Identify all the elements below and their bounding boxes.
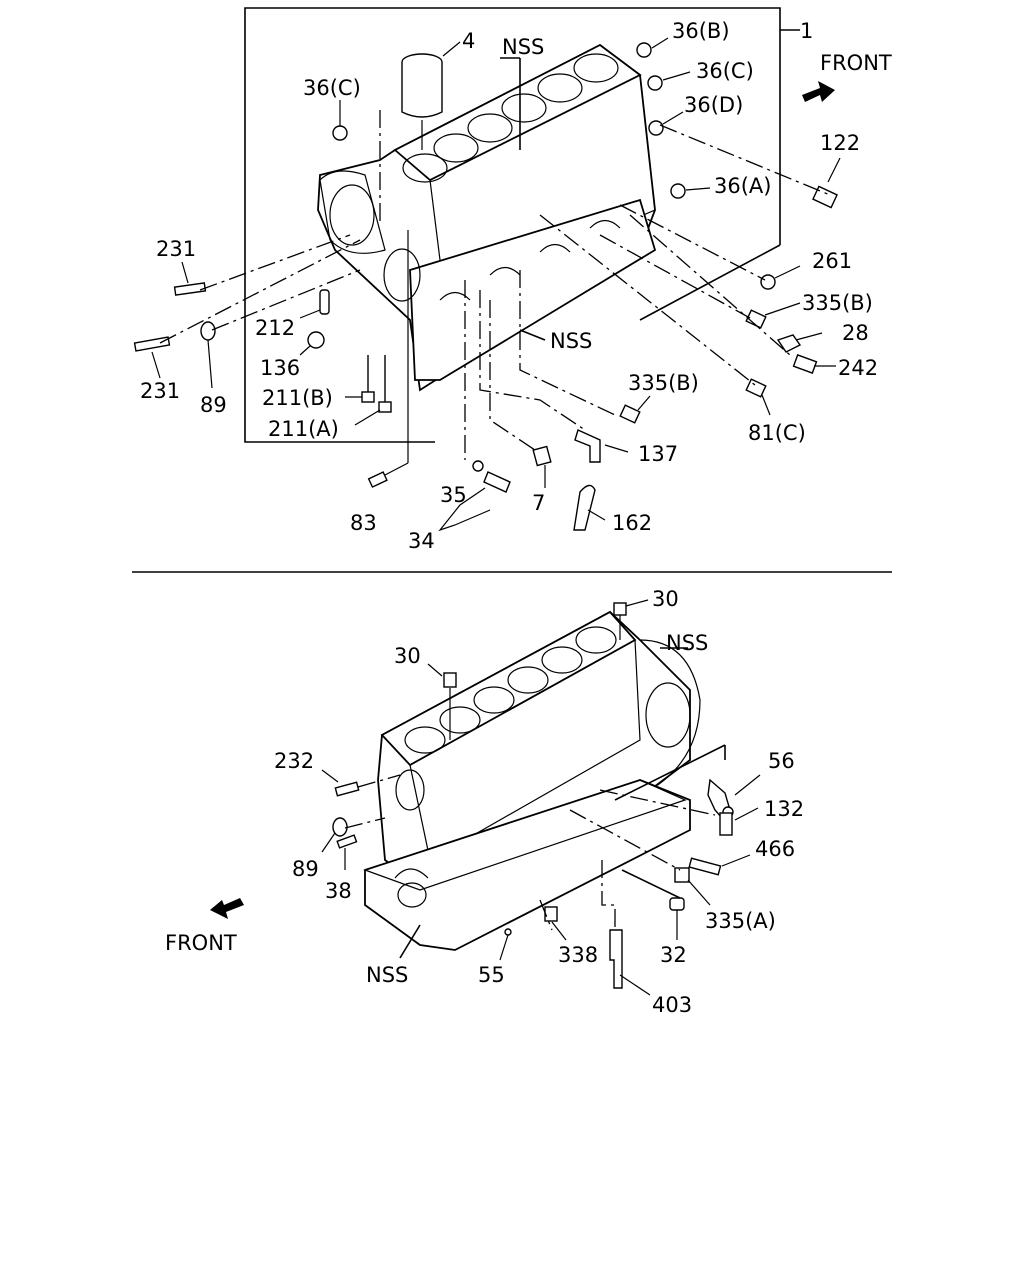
front-arrow-bottom: FRONT	[165, 898, 244, 955]
callout-261: 261	[812, 249, 852, 273]
callout-335b-right: 335(B)	[802, 291, 873, 315]
callout-81c: 81(C)	[748, 421, 806, 445]
front-label-bottom: FRONT	[165, 931, 237, 955]
callout-89-top: 89	[200, 393, 227, 417]
callout-36d: 36(D)	[684, 93, 743, 117]
cylinder-liner-part	[401, 41, 461, 150]
callout-137: 137	[638, 442, 678, 466]
callout-89-bottom: 89	[292, 857, 319, 881]
top-view: FRONT 4 NSS 36(B) 36(C) 36(C) 36(D) 36(A…	[133, 7, 892, 553]
callout-211b: 211(B)	[262, 386, 333, 410]
callout-nss-bottom-low: NSS	[366, 963, 408, 987]
callout-30-left: 30	[394, 644, 421, 668]
callout-30-right: 30	[652, 587, 679, 611]
callout-242: 242	[838, 356, 878, 380]
callout-132: 132	[764, 797, 804, 821]
callout-212: 212	[255, 316, 295, 340]
plugs-and-fasteners-top	[133, 37, 841, 532]
callout-38: 38	[325, 879, 352, 903]
front-label-top: FRONT	[820, 51, 892, 75]
callout-55: 55	[478, 963, 505, 987]
callout-36c-left: 36(C)	[303, 76, 361, 100]
callout-nss-mid: NSS	[550, 329, 592, 353]
callout-7: 7	[532, 491, 545, 515]
callout-335a: 335(A)	[705, 909, 776, 933]
callout-231-upper: 231	[156, 237, 196, 261]
leader-lines-bottom	[344, 647, 726, 959]
callout-32: 32	[660, 943, 687, 967]
callout-231-lower: 231	[140, 379, 180, 403]
callout-35: 35	[440, 483, 467, 507]
callout-nss-top: NSS	[502, 35, 544, 59]
callout-28: 28	[842, 321, 869, 345]
callout-34: 34	[408, 529, 435, 553]
callout-1: 1	[800, 19, 813, 43]
assembly-frame	[244, 7, 781, 443]
callout-122: 122	[820, 131, 860, 155]
leader-lines-top	[159, 29, 831, 460]
callout-36a: 36(A)	[714, 174, 771, 198]
callout-211a: 211(A)	[268, 417, 339, 441]
cylinder-block-top	[317, 43, 657, 392]
callout-338: 338	[558, 943, 598, 967]
callout-232: 232	[274, 749, 314, 773]
callout-56: 56	[768, 749, 795, 773]
bottom-view: FRONT 30 30 NSS 232 56 132 466 335(A) 89…	[165, 587, 804, 1017]
callout-nss-bottom-top: NSS	[666, 631, 708, 655]
callout-4: 4	[462, 29, 475, 53]
callout-335b-lower: 335(B)	[628, 371, 699, 395]
callout-36c-right: 36(C)	[696, 59, 754, 83]
callout-83: 83	[350, 511, 377, 535]
cylinder-block-bottom	[363, 610, 701, 951]
front-arrow-top: FRONT	[802, 51, 892, 102]
callout-466: 466	[755, 837, 795, 861]
plugs-and-fasteners-bottom	[321, 599, 761, 996]
callout-136: 136	[260, 356, 300, 380]
callout-403: 403	[652, 993, 692, 1017]
callout-162: 162	[612, 511, 652, 535]
callout-36b: 36(B)	[672, 19, 730, 43]
